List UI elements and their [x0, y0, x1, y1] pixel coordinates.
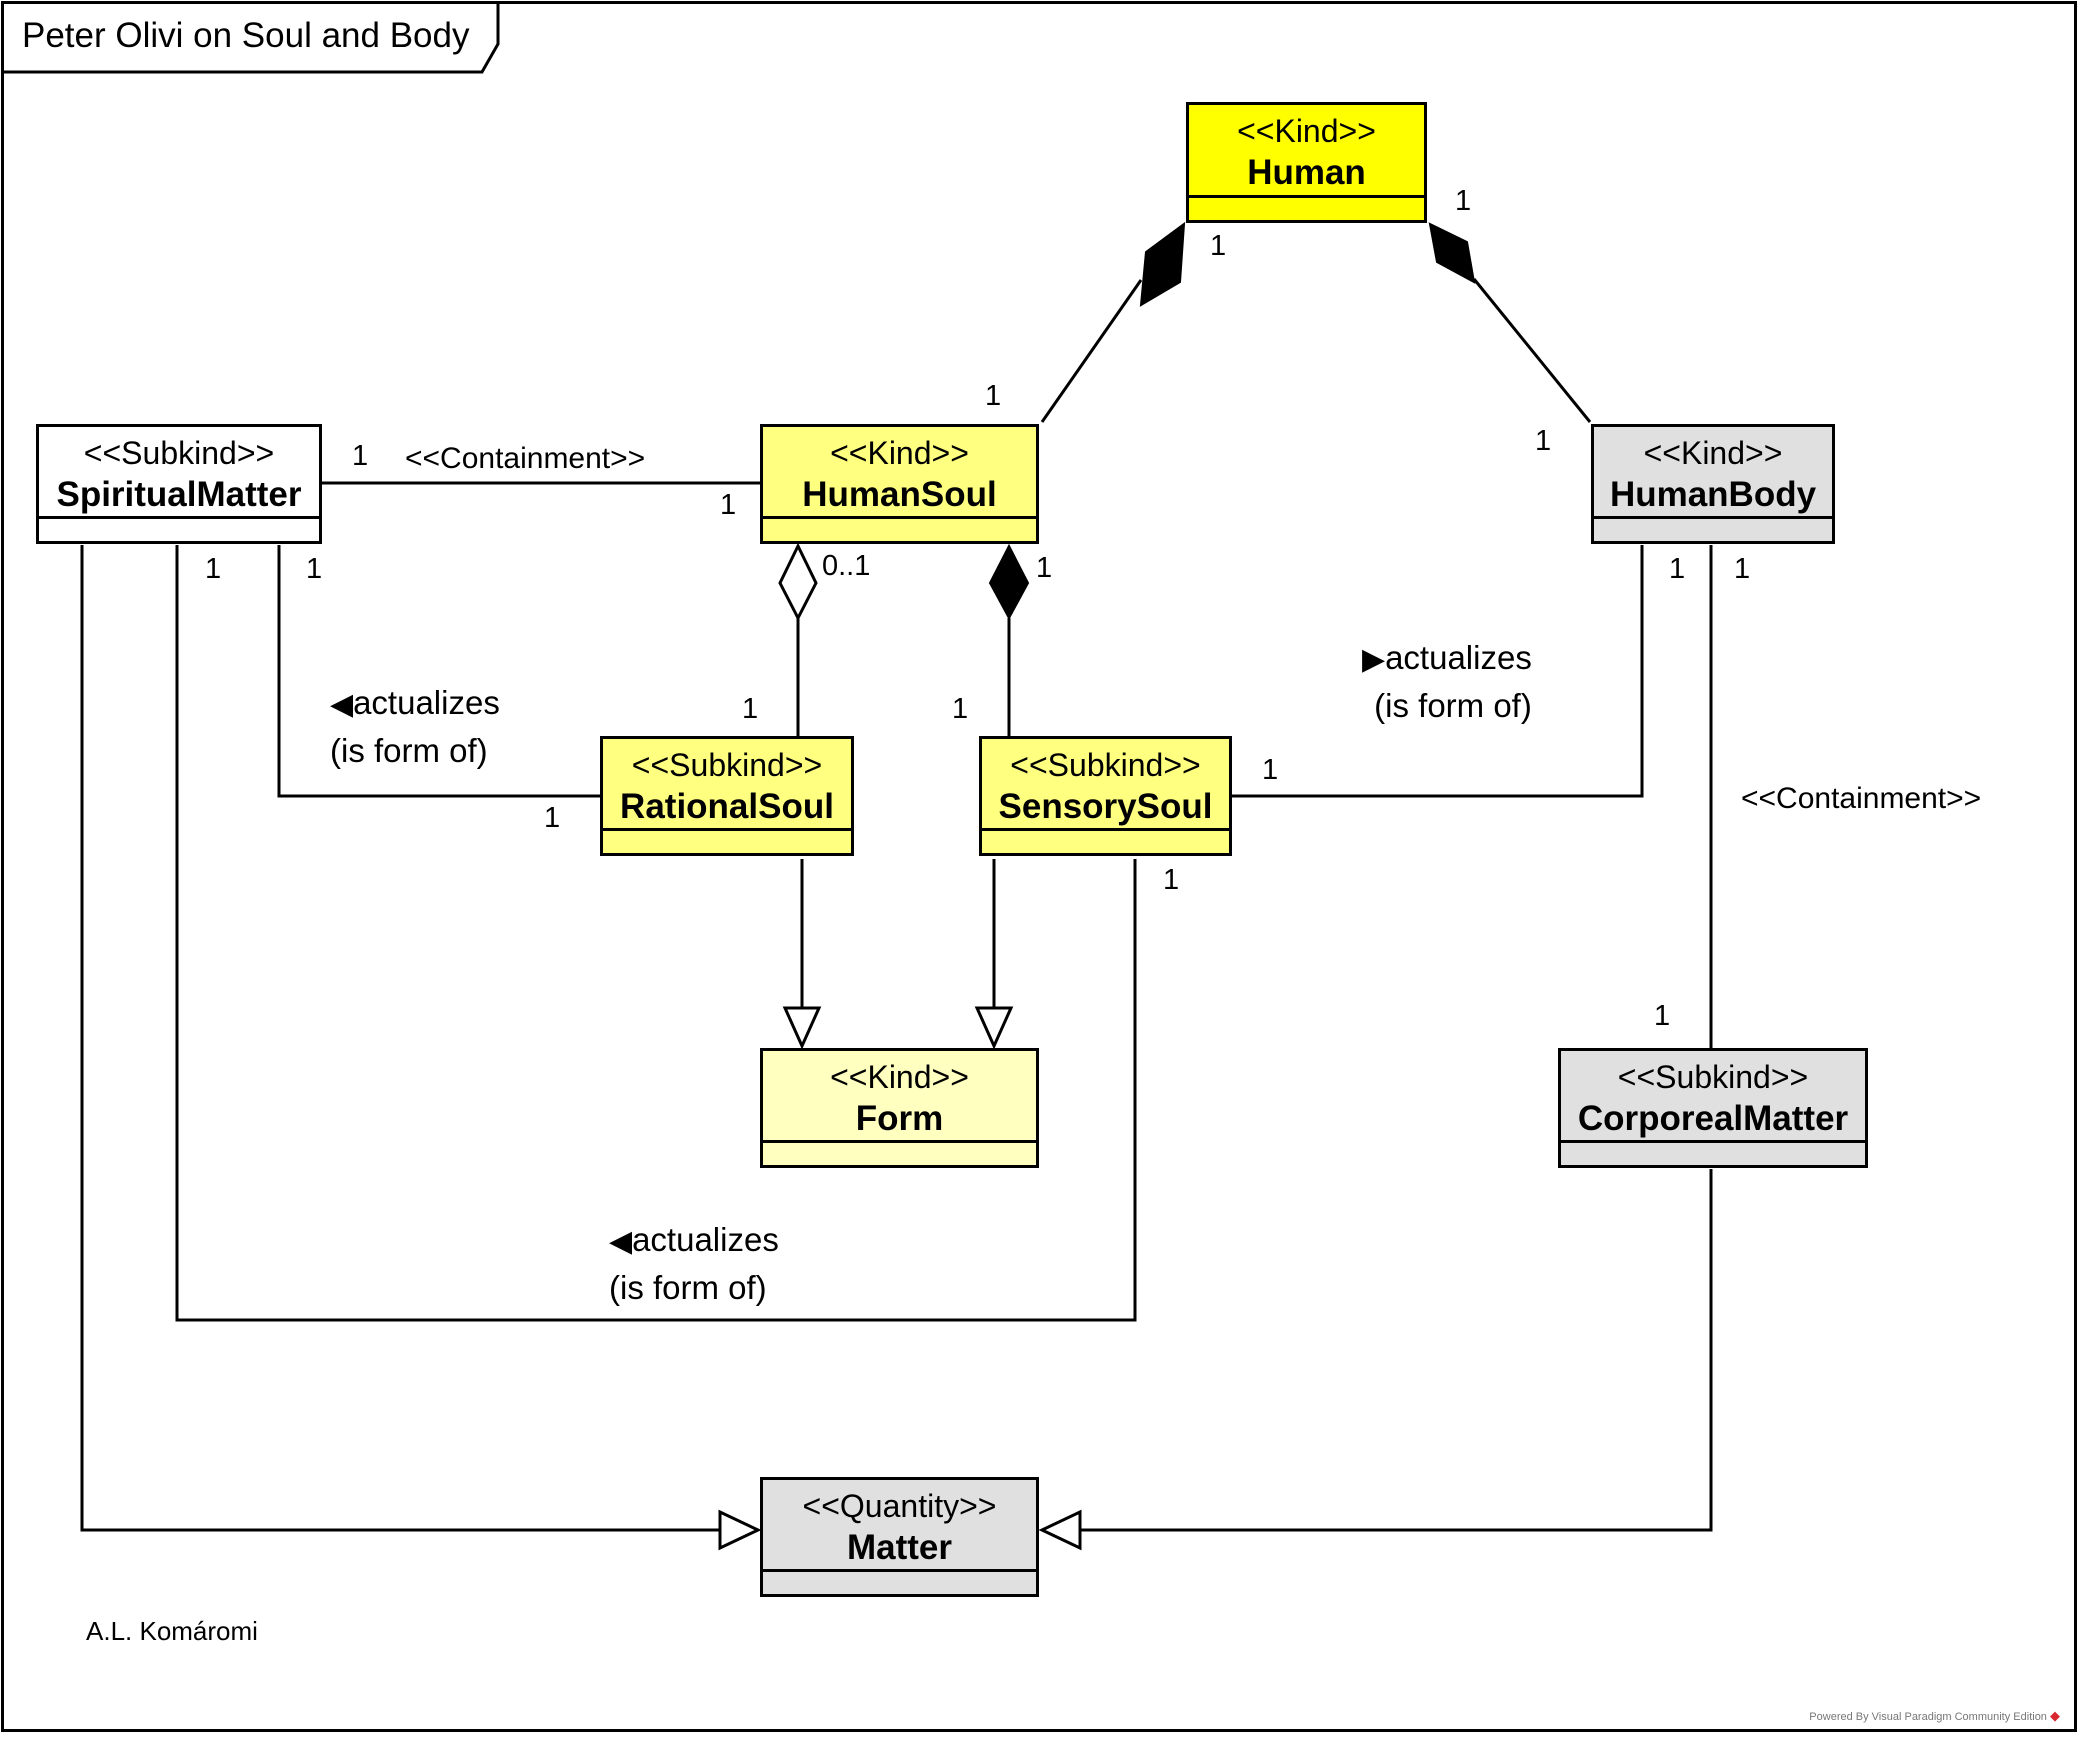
containment-label-right: <<Containment>> [1741, 782, 1982, 815]
multiplicity: 1 [1210, 230, 1227, 262]
actualizes-label-left: ◀actualizes (is form of) [330, 680, 500, 774]
stereotype-label: <<Quantity>> [802, 1488, 997, 1524]
attribute-compartment [39, 516, 319, 541]
stereotype-label: <<Kind>> [1643, 435, 1783, 471]
attribute-compartment [1189, 195, 1424, 220]
class-corporeal-matter[interactable]: <<Subkind>> CorporealMatter [1558, 1048, 1868, 1168]
multiplicity: 1 [720, 489, 737, 521]
class-name: Matter [846, 1528, 953, 1567]
class-spiritual-matter[interactable]: <<Subkind>> SpiritualMatter [36, 424, 322, 544]
frame-title-tab [2, 2, 500, 74]
actualizes-sensory-humanbody[interactable] [1232, 545, 1644, 798]
actualizes-spiritual-sensory[interactable] [175, 545, 1137, 1322]
multiplicity: 1 [306, 553, 323, 585]
class-human-body[interactable]: <<Kind>> HumanBody [1591, 424, 1835, 544]
composition-human-humanbody[interactable] [1472, 278, 1592, 423]
direction-left-icon: ◀ [609, 1225, 633, 1258]
class-name: SensorySoul [998, 787, 1213, 826]
multiplicity: 1 [1734, 553, 1751, 585]
composition-human-humansoul[interactable] [1040, 279, 1143, 423]
direction-left-icon: ◀ [330, 688, 354, 721]
association-name: actualizes [1385, 639, 1532, 676]
multiplicity: 1 [1535, 425, 1552, 457]
powered-by-text: Powered By Visual Paradigm Community Edi… [1809, 1711, 2047, 1723]
class-matter[interactable]: <<Quantity>> Matter [760, 1477, 1039, 1597]
composition-diamond-icon [1139, 221, 1186, 307]
stereotype-label: <<Subkind>> [631, 747, 823, 783]
attribute-compartment [1561, 1140, 1865, 1165]
generalization-triangle-icon [718, 1509, 762, 1551]
containment-label-left: <<Containment>> [405, 442, 646, 475]
generalization-corporeal-matter[interactable] [1080, 1169, 1713, 1532]
author-label: A.L. Komáromi [86, 1616, 258, 1646]
direction-right-icon: ▶ [1362, 643, 1386, 676]
generalization-triangle-icon [1038, 1509, 1082, 1551]
stereotype-label: <<Kind>> [830, 1059, 969, 1095]
actualizes-label-right: ▶actualizes (is form of) [1362, 635, 1532, 729]
multiplicity: 1 [1654, 1000, 1671, 1032]
generalization-spiritual-matter[interactable] [80, 545, 720, 1532]
multiplicity: 1 [742, 693, 759, 725]
class-sensory-soul[interactable]: <<Subkind>> SensorySoul [979, 736, 1232, 856]
association-note: (is form of) [330, 732, 488, 769]
multiplicity: 1 [544, 802, 561, 834]
generalization-triangle-icon [974, 1006, 1014, 1050]
aggregation-diamond-icon [778, 542, 818, 622]
visual-paradigm-logo-icon: ◆ [2050, 1708, 2060, 1723]
multiplicity: 1 [352, 440, 369, 472]
attribute-compartment [763, 1140, 1036, 1165]
stereotype-label: <<Subkind>> [83, 435, 275, 471]
attribute-compartment [763, 1569, 1036, 1594]
attribute-compartment [982, 828, 1229, 853]
stereotype-label: <<Subkind>> [1617, 1059, 1809, 1095]
class-name: SpiritualMatter [56, 475, 302, 514]
class-human-soul[interactable]: <<Kind>> HumanSoul [760, 424, 1039, 544]
actualizes-label-bottom: ◀actualizes (is form of) [609, 1217, 779, 1311]
composition-diamond-icon [1428, 222, 1476, 284]
association-note: (is form of) [609, 1269, 767, 1306]
class-name: RationalSoul [620, 787, 834, 826]
attribute-compartment [1594, 516, 1832, 541]
multiplicity: 1 [1455, 185, 1472, 217]
class-rational-soul[interactable]: <<Subkind>> RationalSoul [600, 736, 854, 856]
class-name: Form [855, 1099, 944, 1138]
multiplicity: 1 [205, 553, 222, 585]
multiplicity: 0..1 [822, 550, 871, 582]
association-note: (is form of) [1374, 687, 1532, 724]
multiplicity: 1 [1262, 754, 1279, 786]
actualizes-spiritual-rational[interactable] [277, 545, 600, 798]
attribute-compartment [763, 516, 1036, 541]
class-name: CorporealMatter [1577, 1099, 1849, 1138]
association-name: actualizes [632, 1221, 779, 1258]
multiplicity: 1 [952, 693, 969, 725]
class-name: Human [1247, 153, 1366, 192]
multiplicity: 1 [1036, 552, 1053, 584]
attribute-compartment [603, 828, 851, 853]
stereotype-label: <<Kind>> [830, 435, 969, 471]
class-form[interactable]: <<Kind>> Form [760, 1048, 1039, 1168]
diagram-title: Peter Olivi on Soul and Body [22, 16, 470, 55]
stereotype-label: <<Kind>> [1237, 113, 1376, 149]
generalization-triangle-icon [782, 1006, 822, 1050]
class-name: HumanSoul [802, 475, 997, 514]
multiplicity: 1 [985, 380, 1002, 412]
multiplicity: 1 [1163, 864, 1180, 896]
stereotype-label: <<Subkind>> [1010, 747, 1201, 783]
class-name: HumanBody [1609, 475, 1817, 514]
association-name: actualizes [353, 684, 500, 721]
class-human[interactable]: <<Kind>> Human [1186, 102, 1427, 223]
composition-diamond-icon [988, 543, 1030, 621]
powered-by-label: Powered By Visual Paradigm Community Edi… [1809, 1708, 2060, 1724]
multiplicity: 1 [1669, 553, 1686, 585]
